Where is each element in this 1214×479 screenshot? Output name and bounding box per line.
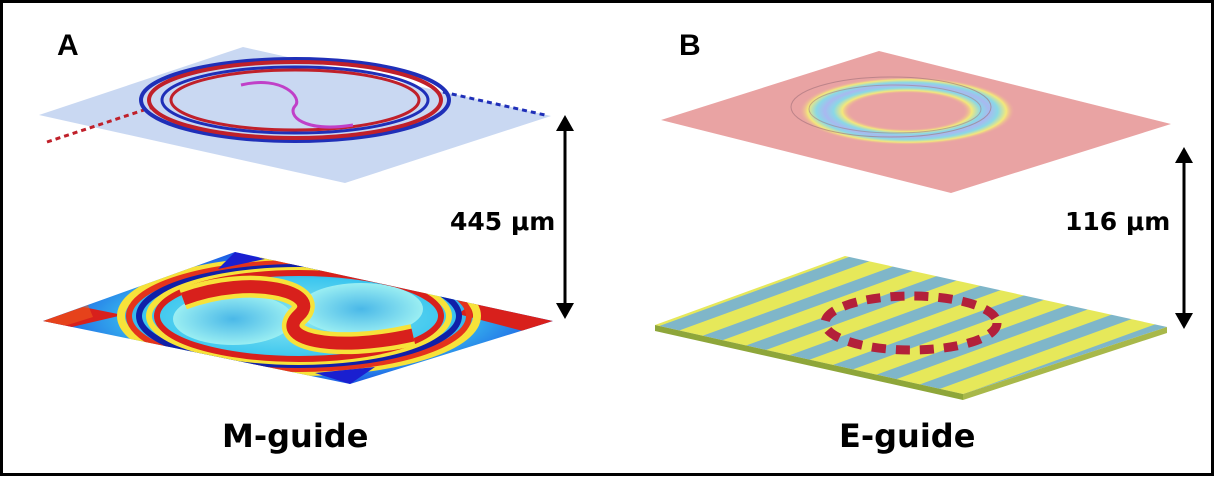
mguide-caption: M-guide — [222, 417, 368, 455]
mguide-ring-outer — [139, 57, 451, 143]
mguide-separation-label: 445 μm — [450, 207, 555, 236]
eguide-ring-mode — [799, 77, 1015, 145]
mguide-bottom-field — [43, 252, 553, 384]
mguide-ring-inner — [160, 65, 430, 135]
mguide-ring-middle — [147, 60, 443, 140]
mguide-input-guide — [46, 105, 154, 144]
eguide-separation-arrow — [1175, 147, 1193, 329]
eguide-caption: E-guide — [839, 417, 975, 455]
mguide-s-bend — [240, 81, 354, 129]
eguide-separation-label: 116 μm — [1065, 207, 1170, 236]
eguide-bottom-electrodes — [655, 256, 1167, 400]
figure-canvas: A B — [39, 29, 1193, 455]
mguide-top-plane — [39, 47, 551, 183]
eguide-top-plane — [661, 51, 1171, 193]
eguide-ring — [820, 291, 1002, 355]
panel-a-letter: A — [57, 29, 79, 62]
mguide-separation-arrow — [556, 115, 574, 319]
panel-b-letter: B — [679, 29, 701, 62]
